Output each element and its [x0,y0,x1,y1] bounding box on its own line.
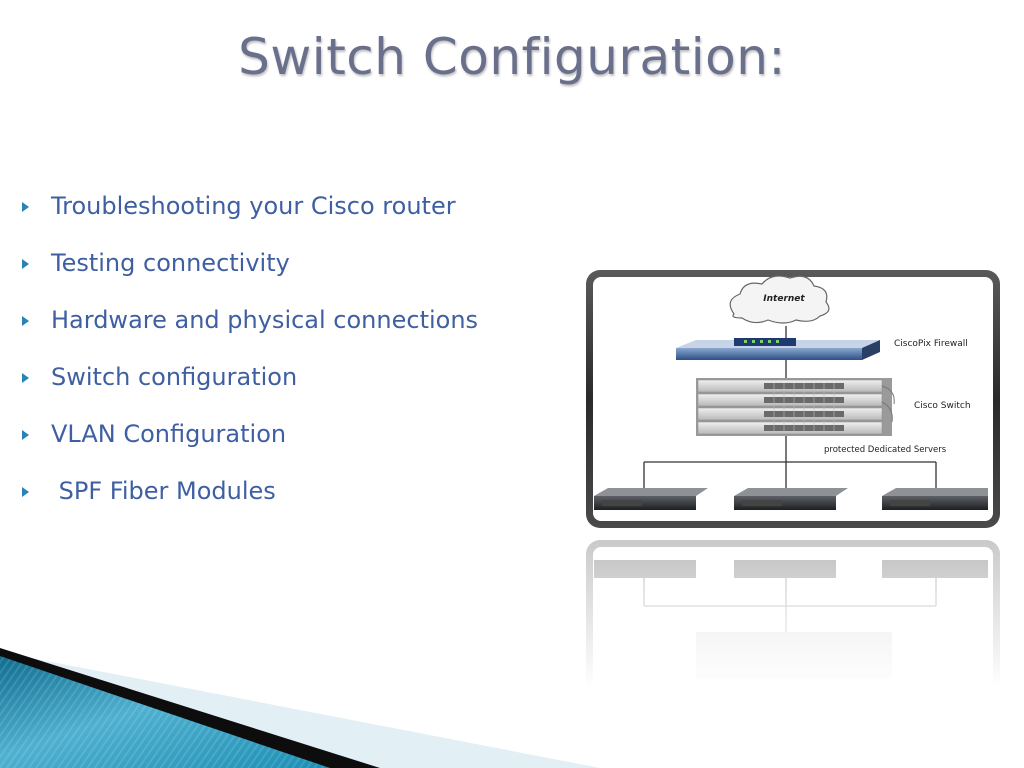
server-icon [882,488,988,510]
bullet-list: Troubleshooting your Cisco router Testin… [22,192,478,534]
bullet-text: VLAN Configuration [51,420,287,448]
slide-title: Switch Configuration: [238,28,786,86]
bullet-text: Testing connectivity [51,249,290,277]
bullet-text: Hardware and physical connections [51,306,479,334]
bullet-text: SPF Fiber Modules [51,477,276,505]
triangle-bullet-icon [22,373,29,383]
triangle-bullet-icon [22,259,29,269]
bullet-item: Troubleshooting your Cisco router [22,192,478,249]
network-diagram: Internet CiscoPix Firewall [584,268,1002,530]
bullet-item: Hardware and physical connections [22,306,478,363]
bullet-item: VLAN Configuration [22,420,478,477]
servers-label: protected Dedicated Servers [824,445,947,455]
bullet-item: Testing connectivity [22,249,478,306]
cloud-icon [729,275,830,324]
bullet-item: Switch configuration [22,363,478,420]
switch-label: Cisco Switch [914,401,971,411]
firewall-icon [676,338,880,360]
bullet-text: Troubleshooting your Cisco router [51,192,456,220]
diagram-reflection [584,538,1002,688]
triangle-bullet-icon [22,202,29,212]
server-icon [594,488,708,510]
server-icon [734,488,848,510]
bullet-text: Switch configuration [51,363,298,391]
switch-stack-icon [696,378,895,436]
triangle-bullet-icon [22,430,29,440]
triangle-bullet-icon [22,487,29,497]
bullet-item: SPF Fiber Modules [22,477,478,534]
corner-decoration [0,648,600,768]
cloud-label: Internet [763,294,805,304]
firewall-label: CiscoPix Firewall [894,339,968,349]
triangle-bullet-icon [22,316,29,326]
